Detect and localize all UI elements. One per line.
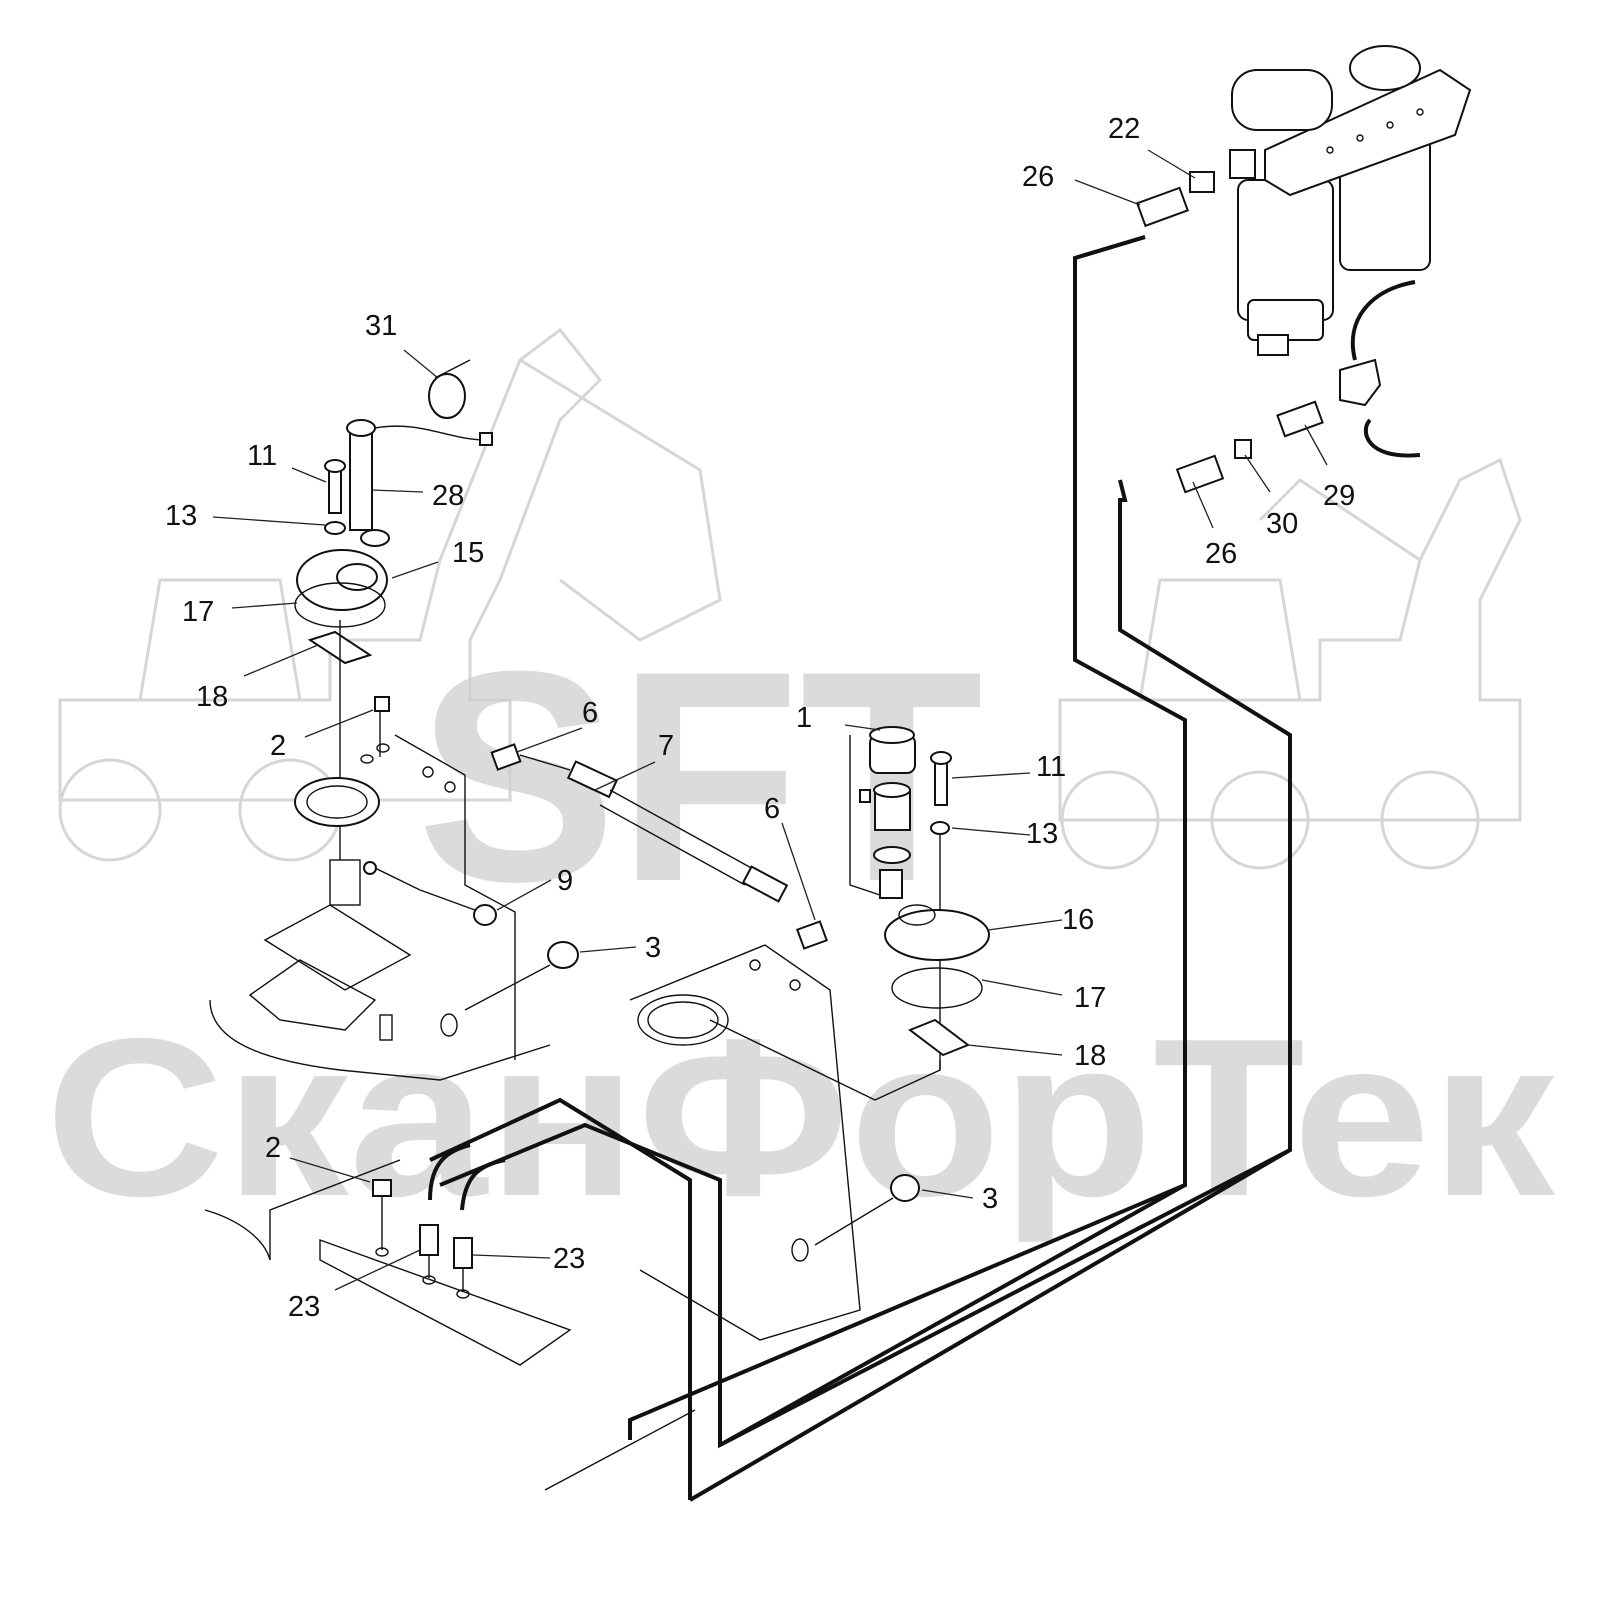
- primer-pump: [1231, 69, 1333, 131]
- fuel-lines: [429, 235, 1292, 1502]
- plug-2: [374, 696, 390, 712]
- callout-18-left: 18: [196, 681, 228, 713]
- callout-29: 29: [1323, 480, 1355, 512]
- callout-6-top: 6: [582, 697, 598, 729]
- fitting-22: [1189, 171, 1215, 193]
- callout-31: 31: [365, 310, 397, 342]
- elbow-6: [490, 743, 522, 771]
- coupling-29: [1276, 400, 1324, 438]
- seal-17b: [891, 967, 983, 1009]
- plug-3b: [890, 1174, 920, 1202]
- sender-tube-28: [349, 429, 373, 531]
- callout-23-right: 23: [553, 1243, 585, 1275]
- callout-15: 15: [452, 537, 484, 569]
- callout-11-left: 11: [247, 440, 277, 472]
- bolt-11b: [934, 759, 948, 806]
- fitting-23a: [419, 1224, 439, 1256]
- bottom-fittings: [372, 1143, 506, 1299]
- coupling-26a: [1135, 186, 1189, 228]
- clamp-31: [428, 373, 466, 419]
- callout-3-top: 3: [645, 932, 661, 964]
- washer-13: [324, 521, 346, 535]
- callout-3-bottom: 3: [982, 1183, 998, 1215]
- fuel-filter-assembly: [1135, 45, 1472, 494]
- filter-head: [1264, 68, 1472, 197]
- left-sender-assembly: [294, 359, 579, 1011]
- right-sender-assembly: [709, 726, 990, 1246]
- bolt-11: [328, 467, 342, 514]
- callout-labels: 31 11 28 13 15 17 18 2 6 7 1 11 13 6 9 3…: [165, 113, 1355, 1323]
- tee-fitting: [1339, 358, 1382, 407]
- callout-18-right: 18: [1074, 1040, 1106, 1072]
- elbow-6b: [796, 920, 828, 950]
- callout-26-bottom: 26: [1205, 538, 1237, 570]
- callout-23-left: 23: [288, 1291, 320, 1323]
- callout-26-top: 26: [1022, 161, 1054, 193]
- callout-1: 1: [796, 702, 812, 734]
- callout-7: 7: [658, 730, 674, 762]
- nipple-30: [1234, 439, 1252, 459]
- callout-13-left: 13: [165, 500, 197, 532]
- callout-28: 28: [432, 480, 464, 512]
- callout-6-right: 6: [764, 793, 780, 825]
- fitting-9: [473, 904, 497, 926]
- callout-11-right: 11: [1036, 751, 1066, 783]
- leader-lines: [212, 149, 1328, 1291]
- watermark: SFT СканФорТек: [45, 327, 1555, 1243]
- hose-7: [566, 760, 618, 799]
- watermark-company: СканФорТек: [45, 991, 1555, 1243]
- callout-17-right: 17: [1074, 982, 1106, 1014]
- fuel-line-supply-inner: [718, 479, 1292, 1449]
- fitting-23b: [453, 1237, 473, 1269]
- callout-13-right: 13: [1026, 818, 1058, 850]
- callout-30: 30: [1266, 508, 1298, 540]
- cover-16: [884, 909, 990, 961]
- coupling-26b: [1175, 454, 1225, 494]
- washer-13b: [930, 821, 950, 835]
- middle-hose-assembly: [490, 743, 828, 950]
- plug-3: [547, 941, 579, 969]
- callout-16: 16: [1062, 904, 1094, 936]
- callout-22: 22: [1108, 113, 1140, 145]
- callout-2-top: 2: [270, 730, 286, 762]
- callout-2-bottom: 2: [265, 1132, 281, 1164]
- callout-9: 9: [557, 865, 573, 897]
- fuel-tank: [204, 734, 861, 1366]
- plug-2b: [372, 1179, 392, 1197]
- callout-17-left: 17: [182, 596, 214, 628]
